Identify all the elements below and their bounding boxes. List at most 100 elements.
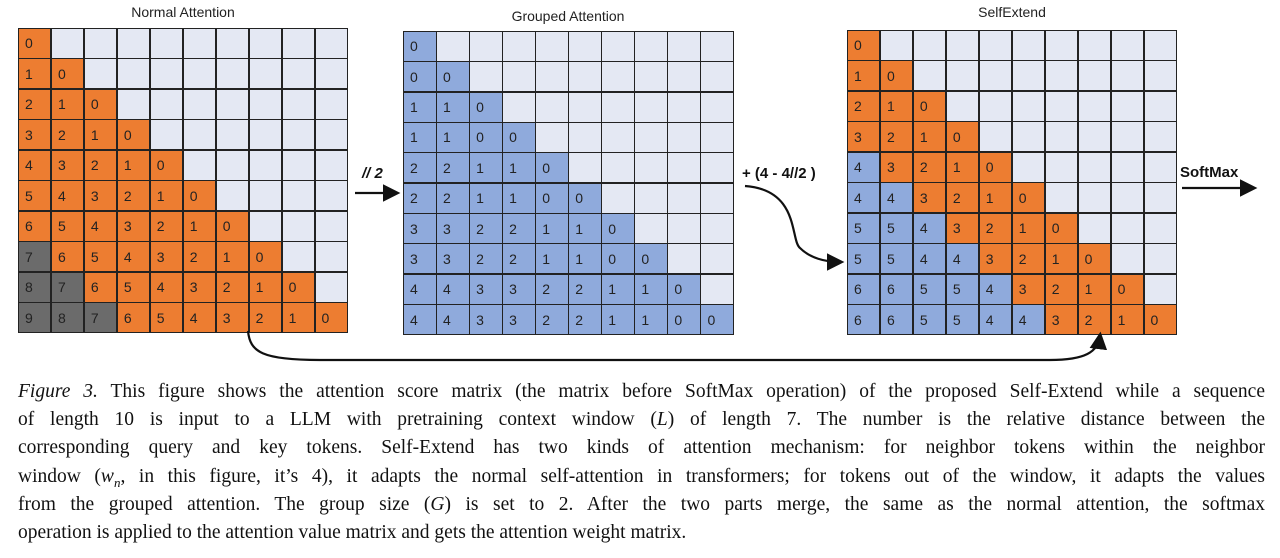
matrix-cell: 3 [150, 242, 183, 272]
matrix-cell: 1 [1012, 213, 1045, 243]
matrix-cell: 4 [150, 272, 183, 302]
matrix-cell: 0 [913, 91, 946, 121]
matrix-cell: 1 [635, 274, 667, 304]
matrix-cell: 4 [437, 305, 469, 334]
matrix-cell: 1 [437, 123, 469, 152]
matrix-cell: 2 [19, 89, 51, 119]
matrix-cell: 6 [880, 274, 913, 304]
matrix-cell: 0 [1144, 305, 1176, 334]
matrix-cell: 5 [946, 305, 979, 334]
masked-cell [1045, 183, 1078, 213]
matrix-cell: 1 [282, 303, 315, 332]
matrix-cell: 5 [848, 244, 880, 274]
masked-cell [569, 123, 601, 152]
matrix-cell: 4 [404, 274, 436, 304]
masked-cell [315, 242, 347, 272]
masked-cell [569, 62, 601, 92]
matrix-cell: 5 [913, 305, 946, 334]
figure-caption: Figure 3. This figure shows the attentio… [18, 378, 1265, 547]
matrix-cell: 1 [503, 153, 535, 183]
masked-cell [183, 150, 216, 180]
matrix-cell: 1 [404, 92, 436, 122]
matrix-cell: 3 [979, 244, 1012, 274]
masked-cell [1078, 91, 1111, 121]
matrix-cell: 3 [183, 272, 216, 302]
masked-cell [249, 120, 282, 150]
matrix-cell: 1 [602, 274, 634, 304]
matrix-cell: 4 [880, 183, 913, 213]
masked-cell [536, 123, 568, 152]
matrix-cell: 4 [51, 181, 84, 211]
masked-cell [979, 61, 1012, 91]
matrix-cell: 2 [536, 305, 568, 334]
masked-cell [1144, 61, 1176, 91]
matrix-cell: 3 [503, 274, 535, 304]
matrix-cell: 5 [51, 211, 84, 241]
matrix-cell: 0 [183, 181, 216, 211]
masked-cell [503, 32, 535, 61]
masked-cell [315, 29, 347, 58]
matrix-cell: 4 [913, 213, 946, 243]
matrix-cell: 4 [979, 274, 1012, 304]
masked-cell [1144, 31, 1176, 60]
masked-cell [602, 183, 634, 213]
masked-cell [315, 211, 347, 241]
matrix-cell: 1 [117, 150, 150, 180]
matrix-cell: 0 [315, 303, 347, 332]
matrix-cell: 2 [84, 150, 117, 180]
matrix-cell: 1 [602, 305, 634, 334]
matrix-cell: 0 [701, 305, 733, 334]
masked-cell [470, 32, 502, 61]
matrix-cell: 0 [635, 244, 667, 274]
masked-cell [183, 120, 216, 150]
matrix-cell: 6 [117, 303, 150, 332]
matrix-cell: 2 [117, 181, 150, 211]
matrix-cell: 0 [1111, 274, 1144, 304]
matrix-cell: 1 [503, 183, 535, 213]
masked-cell [150, 59, 183, 89]
matrix-cell: 1 [880, 91, 913, 121]
masked-cell [979, 122, 1012, 152]
math-var: L [656, 409, 668, 431]
matrix-cell: 0 [19, 29, 51, 58]
matrix-cell: 0 [249, 242, 282, 272]
matrix-cell: 1 [404, 123, 436, 152]
matrix-cell: 2 [183, 242, 216, 272]
matrix-cell: 1 [1111, 305, 1144, 334]
masked-cell [668, 244, 700, 274]
masked-cell [1144, 183, 1176, 213]
matrix-cell: 0 [117, 120, 150, 150]
masked-cell [536, 92, 568, 122]
masked-cell [249, 59, 282, 89]
masked-cell [1078, 183, 1111, 213]
matrix-cell: 2 [536, 274, 568, 304]
shift-label: + (4 - 4//2 ) [742, 165, 816, 182]
masked-cell [1144, 91, 1176, 121]
matrix-cell: 2 [913, 152, 946, 182]
masked-cell [470, 62, 502, 92]
masked-cell [117, 59, 150, 89]
matrix-cell: 0 [503, 123, 535, 152]
masked-cell [1045, 152, 1078, 182]
caption-line: , in this figure, it’s 4), it adapts the… [120, 465, 1266, 487]
matrix-cell: 0 [602, 214, 634, 243]
figure-label: Figure 3. [18, 381, 98, 402]
matrix-cell: 3 [437, 214, 469, 243]
masked-cell [979, 91, 1012, 121]
matrix-cell: 0 [668, 305, 700, 334]
matrix-cell: 7 [19, 242, 51, 272]
masked-cell [117, 89, 150, 119]
matrix-cell: 4 [848, 183, 880, 213]
grouped-attention-title: Grouped Attention [511, 8, 625, 24]
selfextend-title: SelfExtend [978, 4, 1046, 20]
masked-cell [1111, 31, 1144, 60]
masked-cell [1144, 152, 1176, 182]
math-var: G [430, 493, 445, 515]
matrix-cell: 4 [1012, 305, 1045, 334]
masked-cell [216, 29, 249, 58]
matrix-cell: 7 [84, 303, 117, 332]
masked-cell [1144, 244, 1176, 274]
matrix-cell: 0 [470, 123, 502, 152]
masked-cell [1045, 91, 1078, 121]
matrix-cell: 1 [470, 183, 502, 213]
